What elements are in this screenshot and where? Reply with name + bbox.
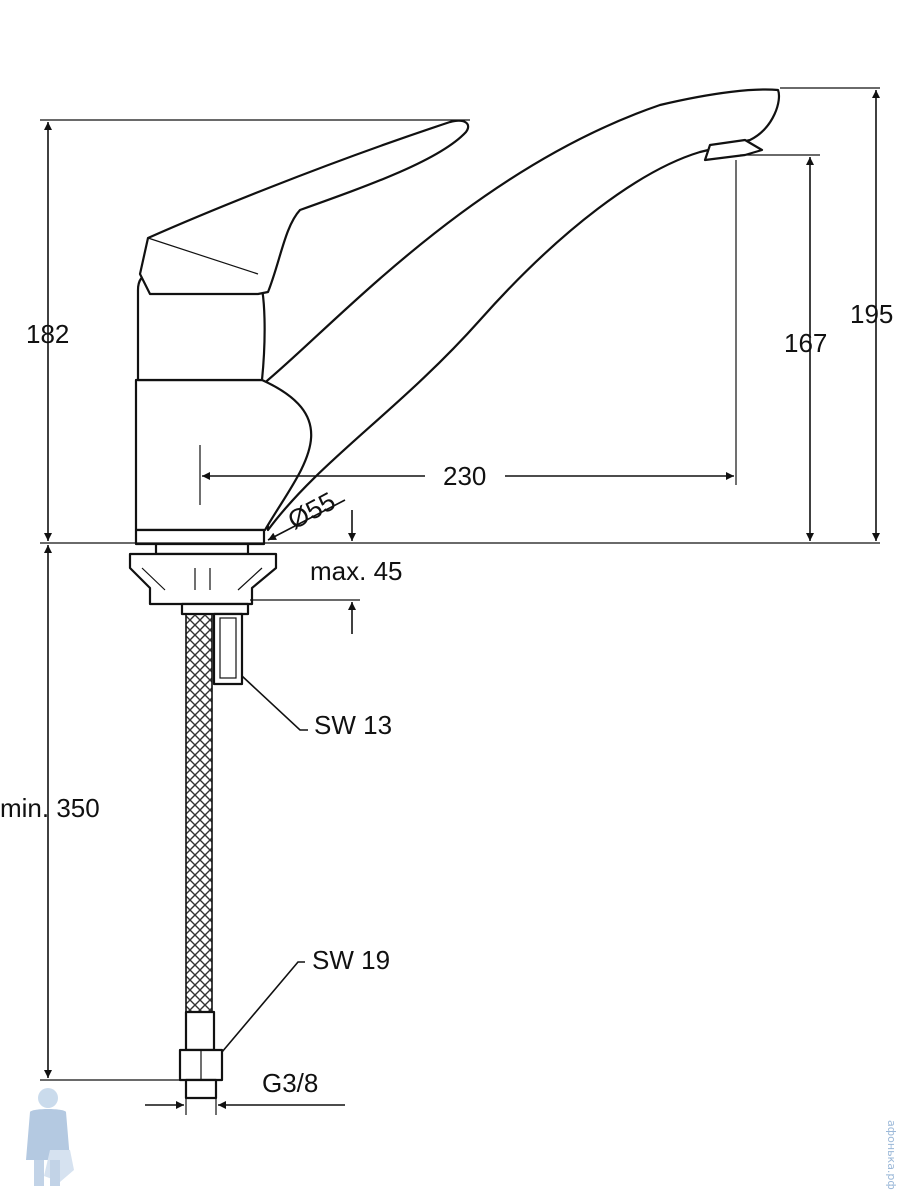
label-sw13: SW 13 xyxy=(314,710,392,740)
mounting-washer xyxy=(154,542,250,556)
handle-edge xyxy=(147,237,259,275)
g38-thread xyxy=(184,1078,218,1100)
label-min350: min. 350 xyxy=(0,793,100,823)
sw13-fitting xyxy=(212,612,244,686)
mounting-hardware xyxy=(128,542,278,686)
spout xyxy=(260,88,780,532)
label-sw19: SW 19 xyxy=(312,945,390,975)
supply-hose xyxy=(178,613,224,1100)
dimension-lines xyxy=(40,87,880,1115)
column xyxy=(134,378,313,532)
label-g38: G3/8 xyxy=(262,1068,318,1098)
base-ring xyxy=(134,528,266,546)
label-230: 230 xyxy=(443,461,486,491)
mounting-bracket xyxy=(128,552,278,606)
mounting-nut xyxy=(180,602,250,616)
faucet-body xyxy=(134,88,780,546)
watermark-text: афонька.рф xyxy=(885,1120,898,1190)
plumber-mascot-logo xyxy=(26,1088,74,1186)
label-195: 195 xyxy=(850,299,893,329)
handle-lever xyxy=(138,119,470,296)
hose-crimp xyxy=(184,1010,216,1052)
label-max45: max. 45 xyxy=(310,556,403,586)
label-167: 167 xyxy=(784,328,827,358)
aerator xyxy=(703,138,764,162)
label-182: 182 xyxy=(26,319,69,349)
